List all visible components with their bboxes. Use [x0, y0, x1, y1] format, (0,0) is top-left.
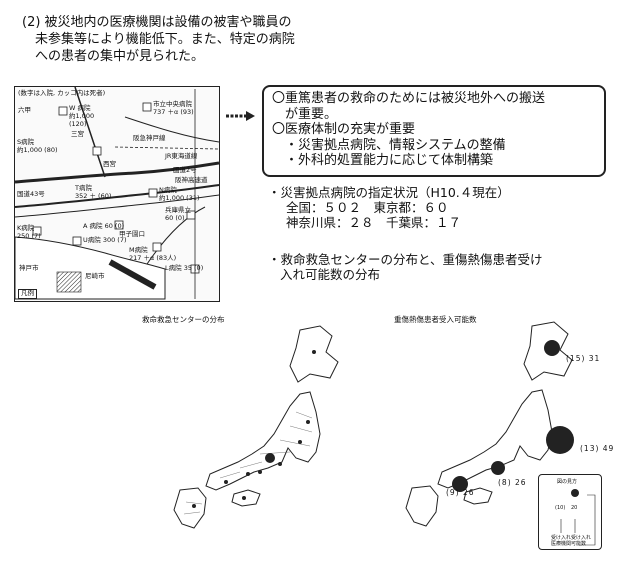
heading-line-3: への患者の集中が見られた。 [35, 49, 205, 64]
bubble-kansai [491, 461, 505, 475]
honshu-shape [205, 391, 321, 491]
left-map-dot [265, 453, 275, 463]
legend-caption-1: 受け入れ [551, 535, 572, 541]
label-hyogo-hospital: 兵庫県立 [165, 206, 191, 214]
label-amagasaki: 尼崎市 [85, 272, 105, 280]
legend-value-2: 20 [571, 505, 578, 511]
box-line-4: ・災害拠点病院、情報システムの整備 [272, 137, 506, 153]
distribution-text: ・救命救急センターの分布と、重傷熱傷患者受け 入れ可能数の分布 [268, 252, 543, 282]
label-legend: 凡例 [18, 289, 37, 299]
label-n-hospital: N病院 [159, 186, 177, 194]
label-t-hospital: T病院 [75, 184, 92, 192]
bubble-hokkaido [544, 340, 560, 356]
disaster-area-map-drawing [15, 87, 219, 300]
right-map-title: 重傷熱傷患者受入可能数 [394, 315, 477, 324]
legend-caption-3: 受け入れ [571, 535, 592, 541]
key-points-box: 〇重篤患者の救命のためには被災地外への搬送 が重要。 〇医療体制の充実が重要 ・… [262, 85, 606, 177]
label-s-hospital: S病院 [17, 138, 35, 146]
label-u-hospital: U病院 300 (7) [83, 236, 127, 244]
bubble-kanto [546, 426, 574, 454]
bubble-legend: 図の見方 (10) 20 受け入れ 医療機関 受け入れ 可能数 [538, 474, 602, 550]
label-sannomiya: 三宮 [71, 130, 84, 138]
stats-line-1: ・災害拠点病院の指定状況（H10.４現在） [268, 185, 510, 200]
legend-title: 図の見方 [557, 479, 578, 485]
deaths-w-hospital: (120) [69, 120, 87, 128]
callout-label: (9) 26 [446, 488, 475, 497]
label-l-hospital: L病院 35 (0) [165, 264, 204, 272]
legend-caption-4: 可能数 [571, 541, 587, 547]
label-hankyu: 阪急神戸線 [133, 134, 166, 142]
dist-line-2: 入れ可能数の分布 [280, 267, 381, 282]
value-s-hospital: 約1,000 (80) [17, 146, 58, 154]
value-n-hospital: 約1,000 (31) [159, 194, 200, 202]
callout-label: (8) 26 [498, 478, 527, 487]
stats-line-2: 全国：５０２ 東京都：６０ [286, 200, 449, 215]
label-a-hospital: A 病院 60 (0) [83, 222, 125, 230]
label-m-hospital: M病院 [129, 246, 148, 254]
label-city-hospital: 市立中央病院 [153, 100, 192, 108]
left-japan-map [173, 325, 339, 529]
legend-value-1: (10) [555, 505, 566, 511]
shikoku-shape-right [463, 487, 493, 505]
left-map-title: 救命救急センターの分布 [142, 315, 225, 324]
bubble-kyushu [452, 476, 468, 492]
dist-line-1: ・救命救急センターの分布と、重傷熱傷患者受け [268, 252, 543, 267]
box-line-3: 〇医療体制の充実が重要 [272, 122, 416, 138]
label-route43: 国道43号 [17, 190, 45, 198]
left-map-dots [192, 350, 316, 508]
stats-line-3: 神奈川県：２８ 千葉県：１７ [286, 215, 462, 230]
legend-caption-2: 医療機関 [551, 541, 572, 547]
label-nishinomiya: 西宮 [103, 160, 116, 168]
label-hanshin: 阪神高速道 [175, 176, 208, 184]
value-t-hospital: 352 ＋ (60) [75, 192, 112, 200]
label-route2: 国道2号 [173, 166, 197, 174]
kyushu-shape-right [405, 485, 439, 527]
disaster-area-map: (数字は入院, カッコ内は死者) 六甲 W 病院 約1,000 (120) 市立… [14, 86, 220, 302]
right-arrow-icon [226, 108, 256, 127]
right-japan-map [405, 321, 574, 527]
label-rokko: 六甲 [18, 106, 31, 114]
right-map-bubbles [452, 340, 574, 492]
callout-label: (15) 31 [566, 354, 601, 363]
value-k-hospital: 250 (7) [17, 232, 41, 240]
label-koshien: 甲子園口 [119, 230, 145, 238]
label-jr: JR東海道線 [165, 152, 198, 160]
heading-line-2: 未参集等により機能低下。また、特定の病院 [35, 32, 295, 47]
value-hyogo-hospital: 60 (0) [165, 214, 185, 222]
label-kobe: 神戸市 [19, 264, 39, 272]
legend-diagram [560, 489, 596, 546]
label-w-hospital: W 病院 [69, 104, 91, 112]
section-heading: (2) 被災地内の医療機関は設備の被害や職員の 未参集等により機能低下。また、特… [22, 14, 352, 65]
kyushu-shape [173, 487, 207, 529]
disaster-hospital-stats: ・災害拠点病院の指定状況（H10.４現在） 全国：５０２ 東京都：６０ 神奈川県… [268, 185, 510, 230]
box-line-1: 〇重篤患者の救命のためには被災地外への搬送 [272, 91, 546, 106]
box-line-2: が重要。 [272, 106, 338, 122]
heading-line-1: (2) 被災地内の医療機関は設備の被害や職員の [22, 15, 292, 30]
box-line-5: ・外科的処置能力に応じて体制構築 [272, 153, 494, 169]
value-city-hospital: 737 ＋α (93) [153, 108, 194, 116]
value-w-hospital: 約1,000 [69, 112, 95, 120]
callout-label: (13) 49 [580, 444, 615, 453]
label-k-hospital: K病院 [17, 224, 35, 232]
value-m-hospital: 217 ＋α (83人) [129, 254, 177, 262]
inset-note: (数字は入院, カッコ内は死者) [18, 89, 106, 97]
